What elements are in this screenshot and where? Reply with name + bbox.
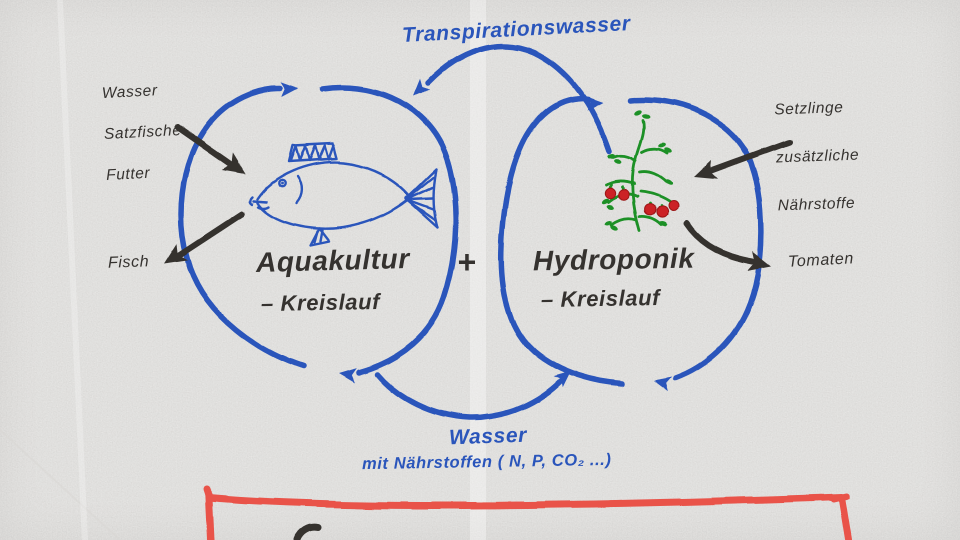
nutrient-water-arrow [374,371,563,421]
transpiration-arrow [425,43,612,154]
fish-output-label: Fisch [107,253,150,272]
right-cycle-circle [497,95,765,387]
input-setzlinge: Setzlinge [774,99,844,119]
input-arrow-left [174,124,236,169]
left-cycle-circle [178,84,459,375]
cut-off-pen-mark [293,524,322,540]
right-cycle-name: Hydroponik [532,242,695,277]
input-wasser: Wasser [101,82,159,103]
input-arrow-right [704,139,792,175]
tomatoes-output-label: Tomaten [787,250,855,271]
input-naehrstoffe: Nährstoffe [777,194,856,215]
right-cycle-name-suffix: – Kreislauf [540,284,661,313]
paper-crease [0,429,121,540]
output-arrow-tomatoes [683,220,755,264]
fish-drawing [248,142,440,248]
bottom-flow-label-line2: mit Nährstoffen ( N, P, CO₂ ...) [361,450,612,474]
aquaculture-inputs-label: Wasser Satzfische Futter [101,80,184,186]
tomatoes [605,186,679,218]
tomato-plant-drawing [602,109,679,232]
hydroponic-inputs-label: Setzlinge zusätzliche Nährstoffe [774,96,861,219]
plus-sign: + [457,244,477,280]
paper-crease [57,0,88,540]
input-satzfische: Satzfische [103,121,182,143]
plant-leaves [602,109,673,230]
output-arrow-fish [175,211,245,259]
highlight-box [203,485,853,540]
left-cycle-name-suffix: – Kreislauf [260,288,381,317]
input-futter: Futter [105,164,151,184]
bottom-flow-label-line1: Wasser [448,423,528,450]
left-cycle-name: Aquakultur [255,242,411,279]
paper-crease [470,0,486,540]
input-zusaetzliche: zusätzliche [775,146,860,167]
